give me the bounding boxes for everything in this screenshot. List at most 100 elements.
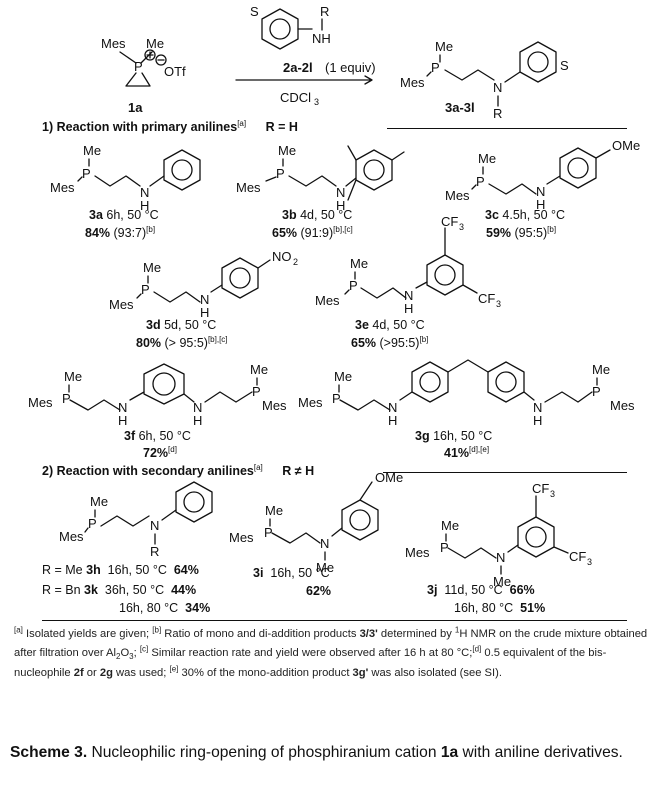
entry-3f-yield: 72%[d] (143, 444, 177, 460)
substituent-label: CF (569, 549, 586, 564)
atom-label: N (496, 550, 505, 565)
substituent-label: OMe (375, 470, 403, 485)
atom-label: H (200, 305, 209, 320)
atom-label: R (493, 106, 502, 121)
section-2-title: 2) Reaction with secondary anilines[a] R… (42, 463, 314, 478)
benzene-ring (517, 516, 555, 558)
atom-label: H (533, 413, 542, 428)
aniline-reagent-structure: S NH R (250, 4, 331, 50)
caption-text: with aniline derivatives. (458, 744, 623, 761)
entry-3c-yield: 59% (95:5)[b] (486, 224, 557, 240)
atom-label: P (592, 384, 601, 399)
atom-label: Me (90, 494, 108, 509)
subscript: 3 (459, 222, 464, 232)
atom-label: P (276, 166, 285, 181)
plus-charge-icon-cross (146, 51, 154, 59)
ring-bonds (119, 51, 153, 87)
caption-compound: 1a (440, 744, 459, 761)
atom-label: H (388, 413, 397, 428)
compound-3h-3k-structure: Me P Mes N R (59, 481, 213, 559)
product-label: 3a-3l (445, 100, 475, 115)
atom-label: Me (146, 36, 164, 51)
benzene-ring (261, 8, 299, 50)
atom-label: N (493, 80, 502, 95)
atom-label: H (140, 198, 149, 213)
atom-label: N (320, 536, 329, 551)
atom-label: P (349, 278, 358, 293)
atom-label: Me (493, 574, 511, 589)
benzene-ring (411, 361, 449, 403)
entry-3j-row: 3j 11d, 50 °C 66% (427, 583, 535, 597)
atom-label: Me (83, 143, 101, 158)
section-condition: R = H (265, 120, 298, 134)
atom-label: P (88, 516, 97, 531)
atom-label: N (336, 185, 345, 200)
reactant-1a-structure: Mes Me P OTf (101, 36, 186, 87)
section-1-title: 1) Reaction with primary anilines[a] R =… (42, 119, 298, 134)
atom-label: Mes (262, 398, 287, 413)
benzene-ring (487, 361, 525, 403)
compound-3f-structure: Me P Mes N H N H P Me Mes (28, 362, 287, 428)
substituent-label: NO (272, 249, 292, 264)
solvent-label: CDCl (280, 90, 311, 105)
benzene-ring (221, 257, 259, 299)
atom-label: Me (441, 518, 459, 533)
entry-3i-conditions: 3i 16h, 50 °C (253, 566, 330, 580)
entry-3i-yield: 62% (306, 584, 332, 598)
atom-label: P (431, 60, 440, 75)
atom-label: R (150, 544, 159, 559)
aromatic-circle (269, 18, 291, 40)
benzene-ring (355, 149, 393, 191)
entry-3b-conditions: 3b 4d, 50 °C (282, 208, 353, 222)
atom-label: P (62, 391, 71, 406)
methyl-bonds (347, 145, 405, 201)
entry-3e-yield: 65% (>95:5)[b] (351, 334, 429, 350)
benzene-ring (426, 254, 464, 296)
atom-label: P (82, 166, 91, 181)
atom-label: Mes (315, 293, 340, 308)
entry-3e-conditions: 3e 4d, 50 °C (355, 318, 425, 332)
benzene-ring (519, 41, 557, 83)
entry-3k-row-2: 16h, 80 °C 34% (119, 601, 211, 615)
atom-label: P (476, 174, 485, 189)
reaction-arrow (235, 75, 373, 85)
atom-label: H (336, 198, 345, 213)
atom-label: Me (143, 260, 161, 275)
caption-text: Nucleophilic ring-opening of phosphirani… (87, 744, 441, 761)
atom-label: Mes (50, 180, 75, 195)
reagent-equiv: (1 equiv) (325, 60, 376, 75)
atom-label: Me (250, 362, 268, 377)
benzene-ring (175, 481, 213, 523)
entry-3h-row: R = Me 3h 16h, 50 °C 64% (42, 563, 199, 577)
footnotes: [a] Isolated yields are given; [b] Ratio… (14, 625, 648, 679)
section-1-rule (387, 128, 627, 129)
substituent-label: S (250, 4, 259, 19)
atom-label: Me (350, 256, 368, 271)
compound-3i-structure: Me P Mes N Me OMe (229, 470, 403, 575)
entry-3b-yield: 65% (91:9)[b],[c] (272, 224, 353, 240)
atom-label: Me (478, 151, 496, 166)
atom-label: Me (64, 369, 82, 384)
footnote-rule (42, 620, 627, 621)
atom-label: Mes (59, 529, 84, 544)
reactant-label: 1a (128, 100, 143, 115)
atom-label: N (533, 400, 542, 415)
atom-label: R (320, 4, 329, 19)
atom-label: Me (435, 39, 453, 54)
plus-charge-icon (144, 49, 156, 61)
solvent-subscript: 3 (314, 97, 319, 107)
atom-label: Mes (229, 530, 254, 545)
subscript: 2 (293, 257, 298, 267)
compound-3c-structure: Me P Mes N H OMe (445, 138, 640, 212)
entry-3c-conditions: 3c 4.5h, 50 °C (485, 208, 566, 222)
atom-label: Mes (28, 395, 53, 410)
section-title-text: 1) Reaction with primary anilines (42, 120, 238, 134)
atom-label: N (150, 518, 159, 533)
atom-label: P (332, 391, 341, 406)
aromatic-circle (527, 51, 549, 73)
atom-label: N (536, 184, 545, 199)
atom-label: P (440, 540, 449, 555)
atom-label: N (118, 400, 127, 415)
benzene-ring (143, 363, 185, 405)
